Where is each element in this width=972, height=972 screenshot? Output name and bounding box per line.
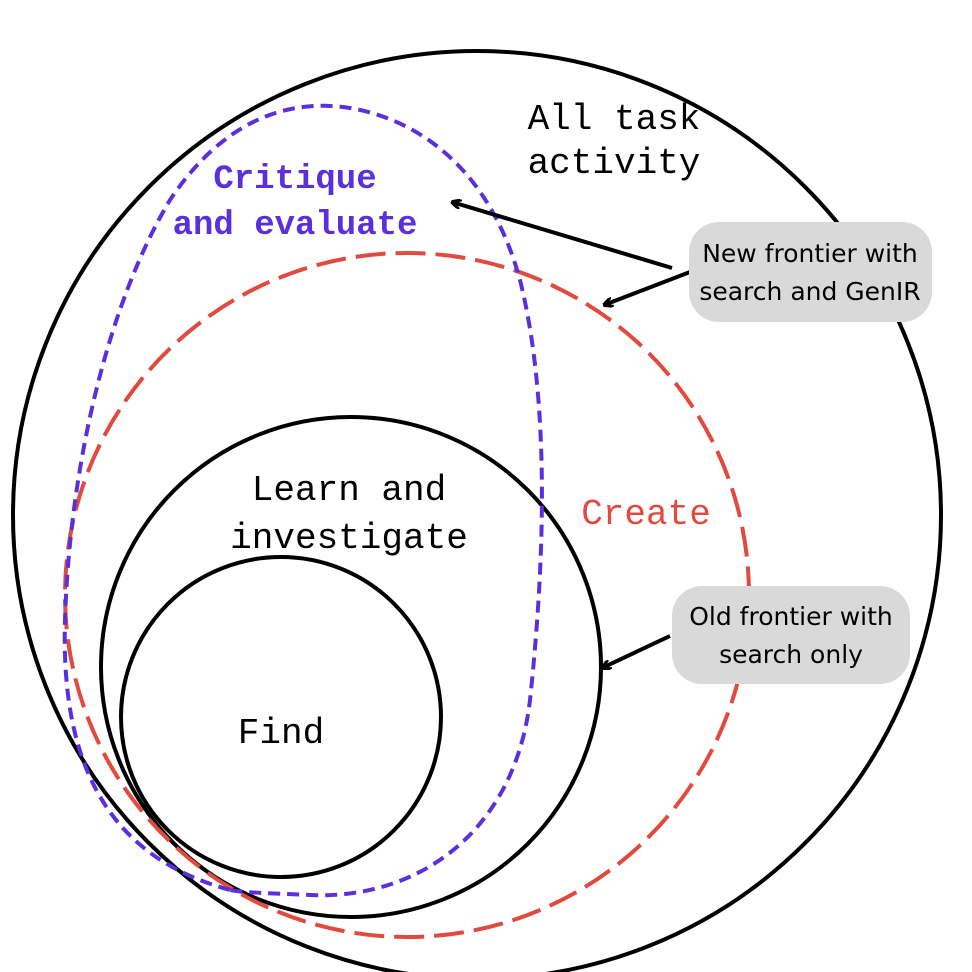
new-frontier-text-line2: search and GenIR [699,277,920,306]
critique-label-line2: and evaluate [173,207,418,245]
arrow-to-critique [452,202,673,270]
critique-evaluate-ellipse [62,103,544,898]
learn-label-line2: investigate [230,518,468,559]
all-task-label-line1: All task [528,99,701,140]
arrow-to-create [604,270,691,305]
find-label: Find [238,713,324,754]
critique-label-line1: Critique [213,161,376,199]
old-frontier-text-line2: search only [719,640,863,669]
new-frontier-callout-bg [689,222,932,322]
all-task-label-line2: activity [528,143,701,184]
old-frontier-text-line1: Old frontier with [689,602,893,631]
create-label: Create [581,494,711,535]
new-frontier-text-line1: New frontier with [702,239,918,268]
find-circle [119,555,443,879]
learn-label-line1: Learn and [252,470,446,511]
all-task-activity-circle [11,49,943,972]
arrow-to-learn [602,634,671,668]
old-frontier-callout-bg [672,586,910,684]
